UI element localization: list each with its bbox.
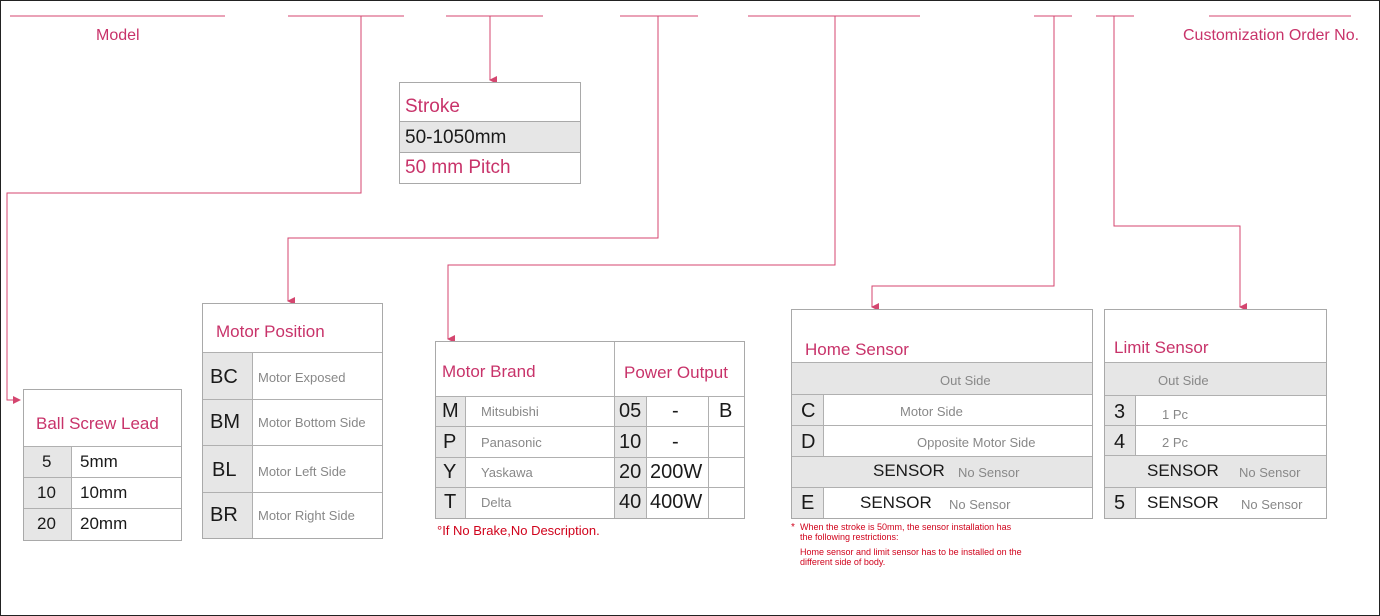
wire-motor-position	[287, 16, 659, 305]
limit-sensor-desc-1pc: 1 Pc	[1162, 407, 1189, 422]
brake-code: B	[719, 400, 733, 422]
wire-limit-sensor	[1113, 16, 1247, 311]
motor-brand-title: Motor Brand	[442, 362, 536, 381]
motor-position-title: Motor Position	[216, 322, 325, 341]
power-code-05: 05	[619, 400, 642, 422]
wire-ball-screw	[6, 16, 362, 404]
note-star: *	[791, 522, 795, 533]
motor-brand-name-panasonic: Panasonic	[481, 435, 542, 450]
wire-motor-brand	[447, 16, 836, 343]
ball-screw-value-5: 5mm	[80, 452, 118, 471]
stroke-pitch-cell: 50 mm Pitch	[400, 152, 580, 183]
home-sensor-out-side-row: Out Side	[792, 362, 1092, 394]
stroke-range: 50-1050mm	[405, 127, 507, 148]
stroke-title-cell: Stroke	[400, 83, 580, 121]
motor-brand-code-y: Y	[443, 461, 457, 483]
home-sensor-table: Home Sensor Out Side SENSOR No Sensor C …	[791, 309, 1093, 519]
home-sensor-e-sensor-label: SENSOR	[860, 493, 932, 512]
home-sensor-sensor-row: SENSOR No Sensor	[792, 456, 1092, 487]
home-sensor-e-code-cell	[792, 487, 823, 518]
limit-sensor-5-no-sensor: No Sensor	[1241, 497, 1303, 512]
limit-sensor-sensor-row: SENSOR No Sensor	[1105, 455, 1326, 487]
limit-sensor-desc-2pc: 2 Pc	[1162, 435, 1189, 450]
home-sensor-code-e: E	[801, 492, 815, 514]
note-line-4: different side of body.	[800, 557, 886, 567]
motor-brand-code-p: P	[443, 431, 457, 453]
motor-brand-name-delta: Delta	[481, 495, 512, 510]
note-line-2: the following restrictions:	[800, 532, 899, 542]
limit-sensor-code-4: 4	[1114, 431, 1126, 453]
home-sensor-desc-motor-side: Motor Side	[900, 404, 963, 419]
ball-screw-code-20: 20	[37, 514, 56, 533]
motor-brand-table: Motor Brand Power Output M Mitsubishi 05…	[435, 341, 745, 519]
power-code-20: 20	[619, 461, 642, 483]
motor-position-desc-br: Motor Right Side	[258, 508, 355, 523]
motor-brand-name-mitsubishi: Mitsubishi	[481, 404, 539, 419]
note-line-3: Home sensor and limit sensor has to be i…	[800, 547, 1022, 557]
wire-home-sensor	[871, 16, 1055, 311]
home-sensor-sensor-label: SENSOR	[873, 461, 945, 480]
home-sensor-title: Home Sensor	[805, 340, 909, 359]
note-line-1: When the stroke is 50mm, the sensor inst…	[800, 522, 1012, 532]
ball-screw-code-10: 10	[37, 483, 56, 502]
home-sensor-desc-opposite: Opposite Motor Side	[917, 435, 1036, 450]
motor-position-code-bl: BL	[212, 459, 237, 481]
motor-brand-code-t: T	[444, 491, 457, 513]
power-value-400w: 400W	[650, 491, 703, 513]
home-sensor-out-side: Out Side	[940, 373, 991, 388]
motor-position-desc-bc: Motor Exposed	[258, 370, 346, 385]
home-sensor-code-d: D	[801, 431, 816, 453]
stroke-pitch: 50 mm Pitch	[405, 157, 511, 178]
limit-sensor-table: Limit Sensor Out Side SENSOR No Sensor 3…	[1104, 309, 1327, 519]
limit-sensor-sensor-label: SENSOR	[1147, 461, 1219, 480]
power-value-200w: 200W	[650, 461, 703, 483]
limit-sensor-out-side: Out Side	[1158, 373, 1209, 388]
ball-screw-lead-table: Ball Screw Lead 5 5mm 10 10mm 20 20mm	[23, 389, 182, 541]
order-number-label: Customization Order No.	[1183, 27, 1360, 44]
motor-position-code-br: BR	[210, 504, 238, 526]
model-label: Model	[96, 27, 140, 44]
limit-sensor-out-side-row: Out Side	[1105, 362, 1326, 395]
limit-sensor-code-3: 3	[1114, 401, 1126, 423]
motor-position-desc-bl: Motor Left Side	[258, 464, 347, 479]
stroke-table: Stroke 50-1050mm 50 mm Pitch	[399, 82, 581, 184]
power-code-40: 40	[619, 491, 642, 513]
stroke-range-cell: 50-1050mm	[400, 121, 580, 152]
limit-sensor-no-sensor: No Sensor	[1239, 465, 1301, 480]
motor-position-table: Motor Position BC Motor Exposed BM Motor…	[202, 303, 383, 539]
ball-screw-code-column	[24, 446, 71, 540]
home-sensor-e-no-sensor: No Sensor	[949, 497, 1011, 512]
stroke-title: Stroke	[405, 96, 460, 117]
motor-position-desc-bm: Motor Bottom Side	[258, 415, 366, 430]
ball-screw-title: Ball Screw Lead	[36, 414, 159, 433]
power-value-05: -	[672, 400, 679, 422]
limit-sensor-5-sensor-label: SENSOR	[1147, 493, 1219, 512]
ball-screw-code-5: 5	[42, 452, 52, 471]
power-value-10: -	[672, 431, 679, 453]
ball-screw-value-20: 20mm	[80, 514, 128, 533]
motor-position-code-bm: BM	[210, 411, 240, 433]
motor-brand-code-m: M	[442, 400, 459, 422]
home-sensor-code-c: C	[801, 400, 816, 422]
power-code-10: 10	[619, 431, 642, 453]
limit-sensor-5-code-cell	[1105, 487, 1135, 518]
motor-position-code-bc: BC	[210, 366, 238, 388]
limit-sensor-code-5: 5	[1114, 492, 1126, 514]
limit-sensor-title: Limit Sensor	[1114, 338, 1209, 357]
ball-screw-value-10: 10mm	[80, 483, 128, 502]
home-sensor-no-sensor: No Sensor	[958, 465, 1020, 480]
motor-brake-note: °If No Brake,No Description.	[437, 523, 600, 538]
power-output-title: Power Output	[624, 363, 728, 382]
motor-brand-name-yaskawa: Yaskawa	[481, 465, 533, 480]
